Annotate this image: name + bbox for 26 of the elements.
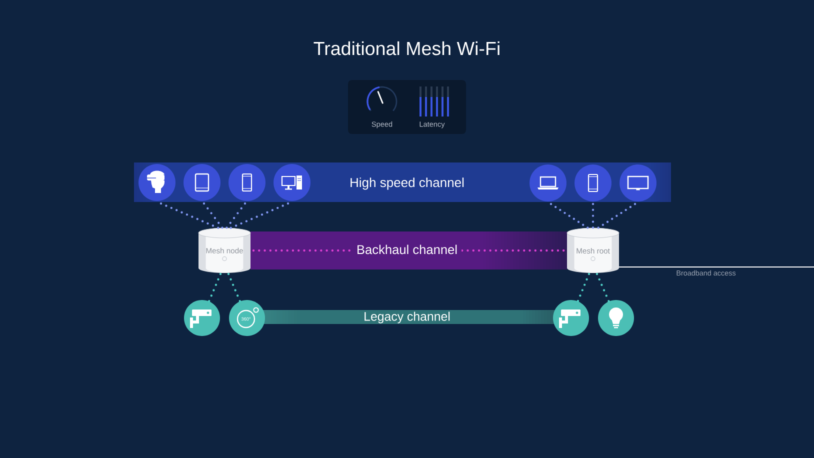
- light-bulb-icon: [598, 300, 634, 336]
- dotted-connector: [550, 202, 590, 230]
- dotted-connector: [596, 272, 610, 303]
- dotted-connector: [576, 272, 590, 302]
- smartphone-icon: [574, 164, 612, 202]
- connector-line: [618, 266, 814, 268]
- security-camera-icon: [553, 300, 589, 336]
- dotted-connector: [202, 202, 224, 230]
- dotted-connector: [208, 272, 222, 303]
- monitor-icon: [620, 164, 656, 202]
- dotted-connector: [160, 202, 220, 230]
- tablet-icon: [184, 164, 220, 201]
- smartphone-icon: [228, 164, 266, 201]
- dotted-connector: [596, 202, 636, 230]
- dotted-connector: [229, 202, 290, 230]
- dotted-connector: [592, 202, 594, 230]
- security-camera-icon: [184, 300, 220, 336]
- channel-label: High speed channel: [350, 178, 464, 190]
- title: Traditional Mesh Wi-Fi: [314, 41, 500, 56]
- dotted-connector: [225, 202, 246, 230]
- vr-headset-icon: [138, 164, 176, 201]
- dotted-connector: [227, 272, 242, 303]
- desktop-computer-icon: [274, 164, 310, 201]
- laptop-icon: [530, 164, 566, 202]
- edge-label: Backhaul channel: [352, 244, 462, 256]
- channel-label: Legacy channel: [364, 312, 450, 324]
